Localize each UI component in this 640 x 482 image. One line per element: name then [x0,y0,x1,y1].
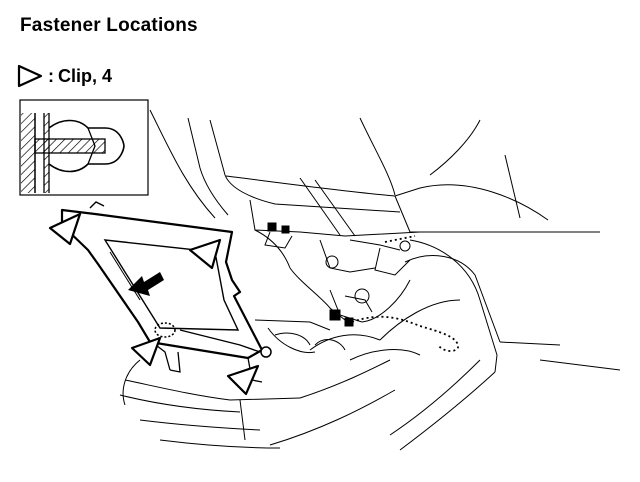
wire-harness-dotted [351,315,459,352]
wire-top-dotted [384,235,416,243]
legend-separator: : [48,65,54,86]
clip-triangle-icon [17,64,43,88]
legend: :Clip, 4 [16,63,112,89]
legend-label: :Clip, 4 [48,66,112,87]
console-fasteners [267,222,411,327]
clip-marker-4 [226,364,260,396]
clip-markers [48,212,260,396]
removal-direction-arrow [128,272,164,296]
console-side-panel [60,201,272,383]
console-outline [119,109,621,451]
clip-marker-2 [188,238,222,270]
clip-marker-1 [48,212,82,246]
clip-marker-3 [130,336,162,367]
legend-clip-count: Clip, 4 [58,65,113,86]
page-title: Fastener Locations [20,15,198,36]
clip-detail-inset [19,99,149,196]
